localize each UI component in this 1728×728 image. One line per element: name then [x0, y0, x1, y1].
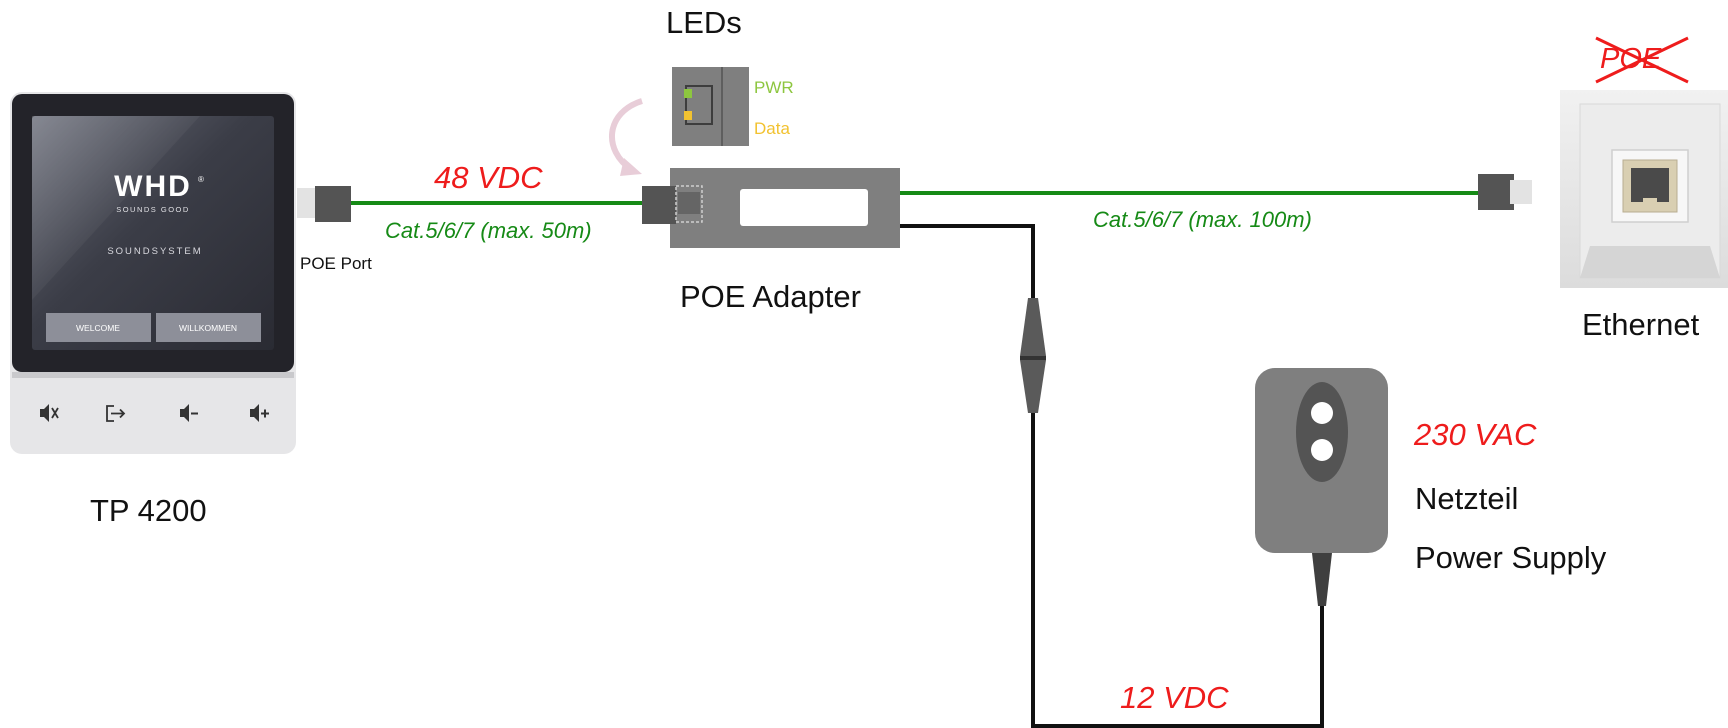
led-arrow-icon — [608, 98, 644, 173]
pwr-led-label: PWR — [754, 78, 794, 97]
device-name-label: TP 4200 — [90, 493, 207, 528]
no-poe-cross-icon — [1595, 36, 1689, 84]
ethernet-label: Ethernet — [1582, 307, 1700, 342]
brand-tagline: SOUNDS GOOD — [116, 205, 190, 214]
plug-pin-bottom — [1311, 439, 1333, 461]
exit-icon — [106, 405, 126, 422]
willkommen-button-label: WILLKOMMEN — [179, 323, 237, 333]
welcome-button-label: WELCOME — [76, 323, 120, 333]
data-led-label: Data — [754, 119, 790, 138]
crossed-poe-label: POE — [1600, 43, 1662, 75]
rj45-plug-ethernet — [1478, 174, 1532, 210]
screen-product-name: SOUNDSYSTEM — [107, 246, 202, 257]
psu-output-voltage-label: 12 VDC — [1120, 680, 1229, 715]
network-cable-label: Cat.5/6/7 (max. 100m) — [1093, 207, 1312, 232]
barrel-connector — [1020, 298, 1046, 413]
device-voltage-label: 48 VDC — [434, 160, 543, 195]
power-cable — [898, 224, 1324, 728]
data-led — [684, 111, 692, 120]
led-detail — [672, 67, 749, 146]
willkommen-button — [156, 313, 261, 342]
plug-pin-top — [1311, 402, 1333, 424]
rj45-plug-device — [297, 186, 351, 222]
brand-logo: WHD — [114, 170, 192, 203]
power-supply-unit — [1255, 368, 1388, 606]
mute-icon — [40, 404, 59, 422]
psu-name-de: Netzteil — [1415, 481, 1519, 516]
poe-port-label: POE Port — [300, 254, 372, 273]
psu-input-voltage-label: 230 VAC — [1414, 417, 1537, 452]
poe-adapter-label: POE Adapter — [680, 279, 861, 314]
device-cable-label: Cat.5/6/7 (max. 50m) — [385, 218, 592, 243]
ethernet-wall-socket — [1560, 90, 1728, 288]
volume-up-icon — [250, 404, 269, 422]
brand-reg-mark: ® — [198, 175, 204, 184]
welcome-button — [46, 313, 151, 342]
psu-name-en: Power Supply — [1415, 540, 1607, 575]
volume-down-icon — [180, 404, 198, 422]
leds-title: LEDs — [666, 5, 742, 40]
rj45-plug-adapter — [642, 186, 676, 224]
poe-adapter — [642, 168, 900, 248]
pwr-led — [684, 89, 692, 98]
touch-panel-device — [10, 92, 296, 454]
